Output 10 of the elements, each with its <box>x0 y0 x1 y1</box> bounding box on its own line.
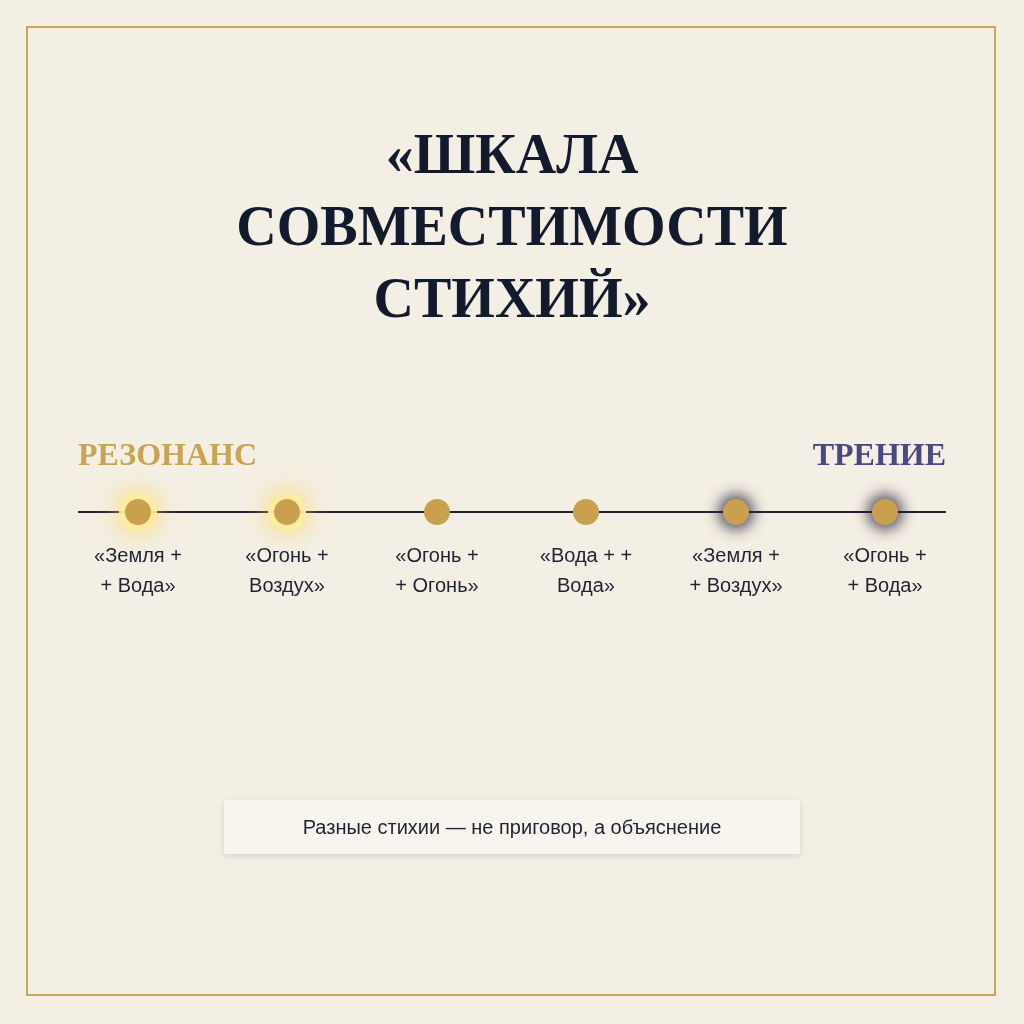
point-label: «Вода + + Вода» <box>538 543 634 598</box>
point-label: «Огонь + + Вода» <box>842 543 928 598</box>
point-label: «Земля + + Вода» <box>93 543 183 598</box>
caption-note: Разные стихии — не приговор, а объяснение <box>224 800 800 854</box>
scale-end-label: РЕЗОНАНС <box>78 436 258 473</box>
point-label: «Земля + + Воздух» <box>688 543 784 598</box>
title-heading: «ШКАЛА СОВМЕСТИМОСТИ СТИХИЙ» <box>235 122 789 331</box>
scale-end-label: ТРЕНИЕ <box>812 436 946 473</box>
point-label: «Огонь + Воздух» <box>244 543 330 598</box>
point-label: «Огонь + + Огонь» <box>394 543 480 598</box>
